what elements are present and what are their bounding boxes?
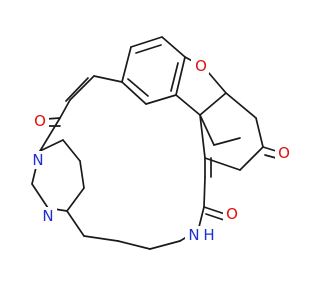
bond (225, 92, 257, 119)
ketone-oxygen-right-label: O (278, 144, 290, 162)
molecule-diagram: O O O O N N N H (29, 36, 293, 250)
ketone-oxygen-left-label: O (34, 112, 46, 130)
bond (117, 240, 151, 250)
atom-label-backdrop (191, 57, 209, 75)
bond-set (31, 36, 277, 250)
bond (121, 46, 132, 83)
bond (203, 206, 226, 215)
bond (79, 160, 85, 189)
bond (66, 187, 85, 212)
bond (161, 36, 186, 58)
bond (62, 139, 81, 162)
bond (135, 44, 162, 54)
piperazine-nitrogen-lower-label: N (42, 207, 53, 225)
bond (39, 139, 64, 152)
bond (213, 137, 241, 146)
bond (31, 183, 49, 209)
atom-label-backdrop (223, 205, 241, 223)
atom-label-set: O O O O N N N H (29, 57, 293, 244)
bond (145, 94, 177, 105)
atom-label-backdrop (275, 144, 293, 162)
bond (175, 94, 201, 116)
bond (83, 235, 119, 242)
atom-label-backdrop (31, 112, 49, 130)
bond (239, 146, 264, 171)
bond (199, 92, 227, 116)
bond (65, 77, 89, 102)
bond (262, 146, 277, 152)
furan-oxygen-label: O (195, 57, 207, 75)
bond (66, 210, 85, 237)
bond (127, 78, 149, 97)
amide-hydrogen-label: H (203, 226, 214, 244)
bond (199, 114, 206, 159)
amide-nitrogen-label: N (188, 226, 199, 244)
atom-label-backdrop (29, 151, 47, 169)
bond (255, 117, 264, 148)
bond (175, 56, 186, 96)
bond (264, 154, 277, 159)
bond (205, 213, 225, 221)
bond (93, 75, 123, 83)
bond (59, 99, 71, 119)
bond (199, 114, 215, 146)
bond (130, 36, 163, 48)
amide-oxygen-right-label: O (226, 205, 238, 223)
piperazine-nitrogen-upper-label: N (32, 151, 43, 169)
bond (149, 240, 181, 250)
bond (39, 117, 61, 152)
bond (203, 176, 206, 208)
bond (170, 62, 179, 92)
bond (121, 81, 147, 105)
bond (69, 75, 95, 101)
atom-label-backdrop (39, 207, 57, 225)
bond (207, 71, 227, 94)
atom-label-backdrop (185, 226, 218, 244)
